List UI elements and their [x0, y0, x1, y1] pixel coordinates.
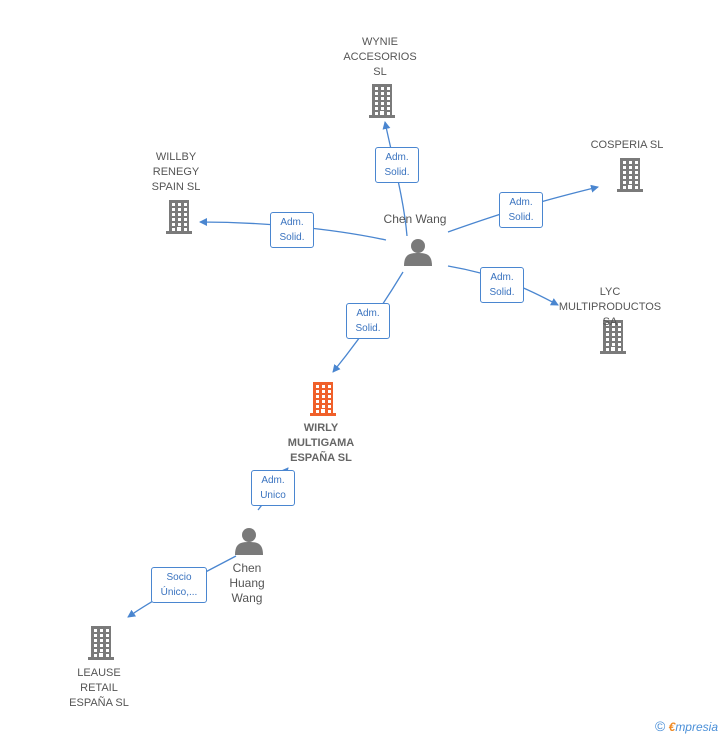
building-icon-leause[interactable] — [88, 626, 114, 660]
edge-label-chen_huang-to-leause[interactable]: Socio Único,... — [151, 567, 207, 603]
person-label-chen_huang[interactable]: Chen Huang Wang — [229, 561, 265, 605]
building-icon-lyc[interactable] — [600, 320, 626, 354]
building-icon-willby[interactable] — [166, 200, 192, 234]
company-label-wynie[interactable]: WYNIE ACCESORIOS SL — [343, 36, 417, 78]
company-label-leause[interactable]: LEAUSE RETAIL ESPAÑA SL — [69, 667, 129, 709]
edge-label-chen_huang-to-wirly[interactable]: Adm. Unico — [251, 470, 295, 506]
empresia-brand[interactable]: © €mpresia — [655, 718, 718, 734]
building-icon-cosperia[interactable] — [617, 158, 643, 192]
empresia-logo-text: mpresia — [675, 720, 718, 734]
empresia-logo-icon: € — [668, 720, 676, 734]
building-icon-wynie[interactable] — [369, 84, 395, 118]
company-label-cosperia[interactable]: COSPERIA SL — [590, 139, 664, 151]
building-icon-wirly[interactable] — [310, 382, 336, 416]
person-icon-chen_huang[interactable] — [235, 528, 263, 555]
company-label-willby[interactable]: WILLBY RENEGY SPAIN SL — [151, 151, 201, 193]
edge-label-chen_wang-to-cosperia[interactable]: Adm. Solid. — [499, 192, 543, 228]
person-label-chen_wang[interactable]: Chen Wang — [383, 212, 447, 226]
company-label-wirly[interactable]: WIRLY MULTIGAMA ESPAÑA SL — [287, 422, 355, 464]
company-label-lyc[interactable]: LYC MULTIPRODUCTOS SA — [558, 286, 662, 328]
edge-label-chen_wang-to-lyc[interactable]: Adm. Solid. — [480, 267, 524, 303]
copyright-symbol: © — [654, 718, 666, 734]
edge-label-chen_wang-to-wynie[interactable]: Adm. Solid. — [375, 147, 419, 183]
person-icon-chen_wang[interactable] — [404, 239, 432, 266]
edge-label-chen_wang-to-willby[interactable]: Adm. Solid. — [270, 212, 314, 248]
edge-label-chen_wang-to-wirly[interactable]: Adm. Solid. — [346, 303, 390, 339]
